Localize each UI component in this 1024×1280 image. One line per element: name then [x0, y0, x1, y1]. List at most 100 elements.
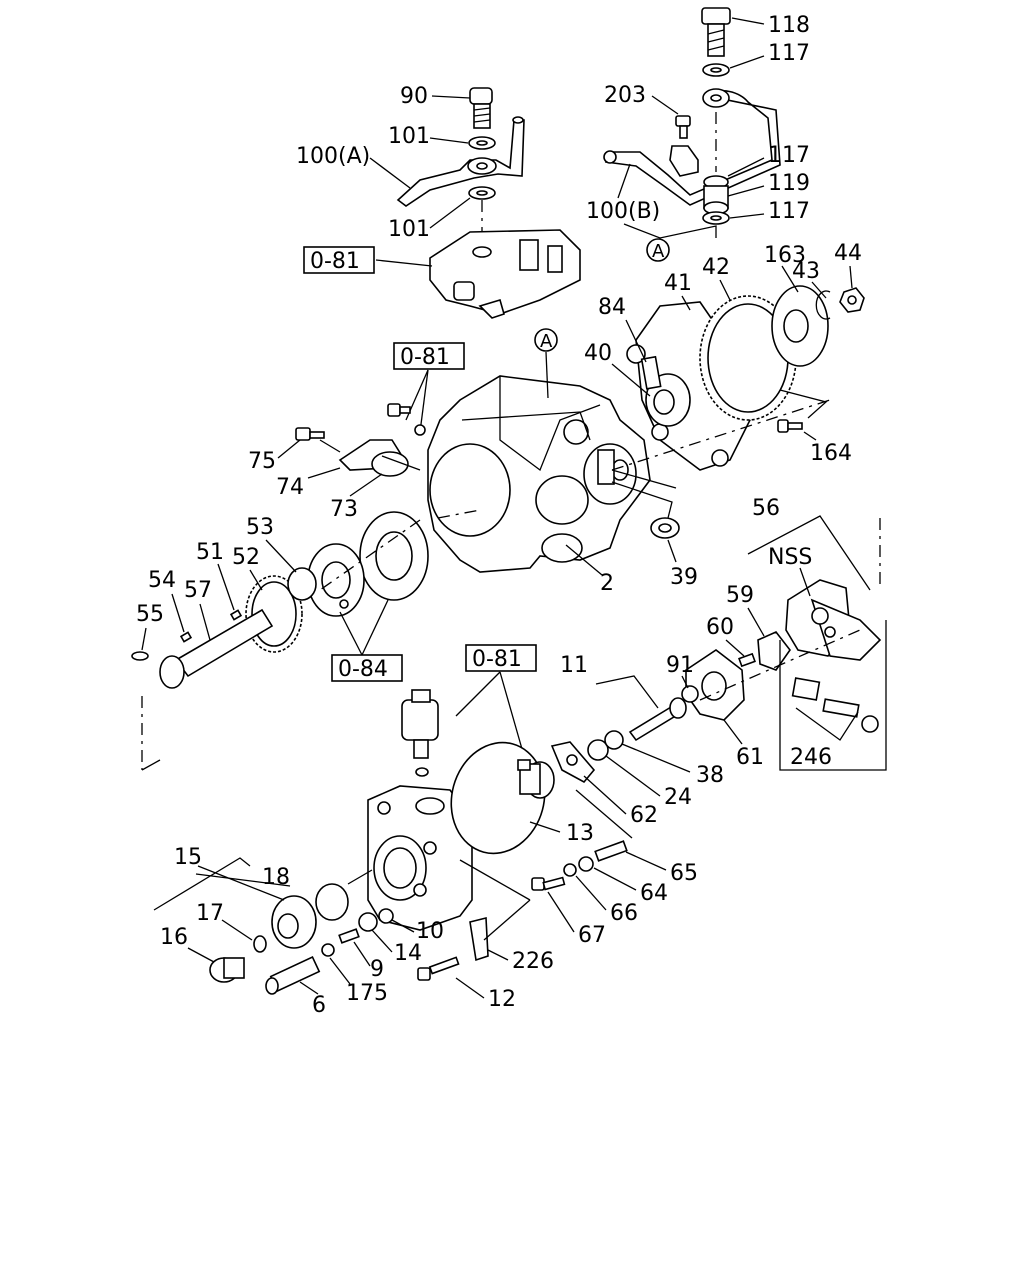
label-14: 14: [394, 941, 422, 966]
part-9-spring: [338, 928, 360, 944]
part-118-bolt: [701, 7, 731, 57]
label-65: 65: [670, 861, 698, 886]
part-84-pin: [640, 355, 662, 390]
label-57: 57: [184, 578, 212, 603]
part-101-washer-top: [468, 136, 496, 150]
part-12-bolt: [417, 956, 460, 981]
part-60-screw: [738, 652, 756, 668]
label-53: 53: [246, 515, 274, 540]
part-203-screw: [675, 115, 691, 139]
label-118: 118: [768, 13, 810, 38]
part-56-governor: [785, 579, 882, 661]
part-24-washer: [587, 739, 609, 761]
label-203: 203: [604, 83, 646, 108]
label-52: 52: [232, 545, 260, 570]
label-nss: NSS: [768, 545, 812, 570]
label-circle-a-housing: A: [540, 331, 553, 352]
label-15: 15: [174, 845, 202, 870]
part-43-clip: [815, 290, 831, 320]
label-117-low: 117: [768, 199, 810, 224]
label-90: 90: [400, 84, 428, 109]
label-10: 10: [416, 919, 444, 944]
label-39: 39: [670, 565, 698, 590]
part-91-washer: [681, 685, 699, 703]
label-164: 164: [810, 441, 852, 466]
label-12: 12: [488, 987, 516, 1012]
label-60: 60: [706, 615, 734, 640]
label-40: 40: [584, 341, 612, 366]
part-38-washer: [604, 730, 624, 750]
part-59-spider: [757, 631, 791, 671]
part-39-bushing: [650, 517, 680, 539]
label-61: 61: [736, 745, 764, 770]
label-6: 6: [312, 993, 326, 1018]
label-41: 41: [664, 271, 692, 296]
part-164-bolt: [777, 419, 803, 433]
part-75-bolt: [295, 427, 325, 441]
part-100b-pipe: [603, 88, 781, 206]
label-44: 44: [834, 241, 862, 266]
part-62-plate: [550, 741, 596, 784]
label-119: 119: [768, 171, 810, 196]
label-42: 42: [702, 255, 730, 280]
ref-box-0-81-top: [303, 246, 375, 274]
part-11-shaft: [628, 697, 687, 742]
part-16-plug: [209, 957, 245, 983]
part-17-washer: [253, 935, 267, 953]
part-44-nut: [839, 287, 865, 313]
small-screw-0-81: [517, 759, 531, 771]
label-2: 2: [600, 571, 614, 596]
part-0-84-disk: [307, 543, 365, 617]
label-175: 175: [346, 981, 388, 1006]
part-10-washer: [378, 908, 394, 924]
cylinder-block: [519, 761, 555, 799]
label-0-81-low: 0-81: [472, 647, 522, 672]
label-66: 66: [610, 901, 638, 926]
label-11: 11: [560, 653, 588, 678]
label-59: 59: [726, 583, 754, 608]
part-66-washer: [563, 863, 577, 877]
ref-box-0-81-mid: [393, 342, 465, 370]
label-74: 74: [276, 475, 304, 500]
part-175-ball: [321, 943, 335, 957]
ref-box-0-84: [331, 654, 403, 682]
label-43: 43: [792, 259, 820, 284]
label-100a: 100(A): [296, 144, 370, 169]
label-163: 163: [764, 243, 806, 268]
label-56: 56: [752, 496, 780, 521]
labels: 118 117 203 117 119 117 100(B) A 90 101 …: [136, 13, 862, 1018]
label-0-81-mid: 0-81: [400, 345, 450, 370]
part-246-pin: [791, 677, 879, 733]
label-38: 38: [696, 763, 724, 788]
part-15-cap: [271, 895, 317, 949]
label-100b: 100(B): [586, 199, 660, 224]
part-64-washer: [578, 856, 594, 872]
part-14-plug: [358, 912, 378, 932]
ref-box-0-81-low: [465, 644, 537, 672]
part-65-spring: [594, 840, 628, 862]
label-16: 16: [160, 925, 188, 950]
part-73-oring: [371, 451, 409, 477]
label-64: 64: [640, 881, 668, 906]
label-17: 17: [196, 901, 224, 926]
label-55: 55: [136, 602, 164, 627]
part-6-screw: [265, 955, 321, 995]
label-13: 13: [566, 821, 594, 846]
label-101-top: 101: [388, 124, 430, 149]
fuel-cut-solenoid: [401, 689, 439, 777]
part-163-hub: [771, 285, 829, 367]
part-226-bracket: [469, 916, 489, 962]
part-18-oring: [315, 883, 349, 921]
part-55-key: [131, 651, 149, 661]
label-117-mid: 117: [768, 143, 810, 168]
label-73: 73: [330, 497, 358, 522]
label-54: 54: [148, 568, 176, 593]
label-0-81-top: 0-81: [310, 249, 360, 274]
part-101-washer-bottom: [468, 186, 496, 200]
label-18: 18: [262, 865, 290, 890]
part-117-119-117-stack: [702, 175, 730, 225]
part-54-key: [179, 631, 193, 643]
pipe-clip: [669, 145, 699, 177]
